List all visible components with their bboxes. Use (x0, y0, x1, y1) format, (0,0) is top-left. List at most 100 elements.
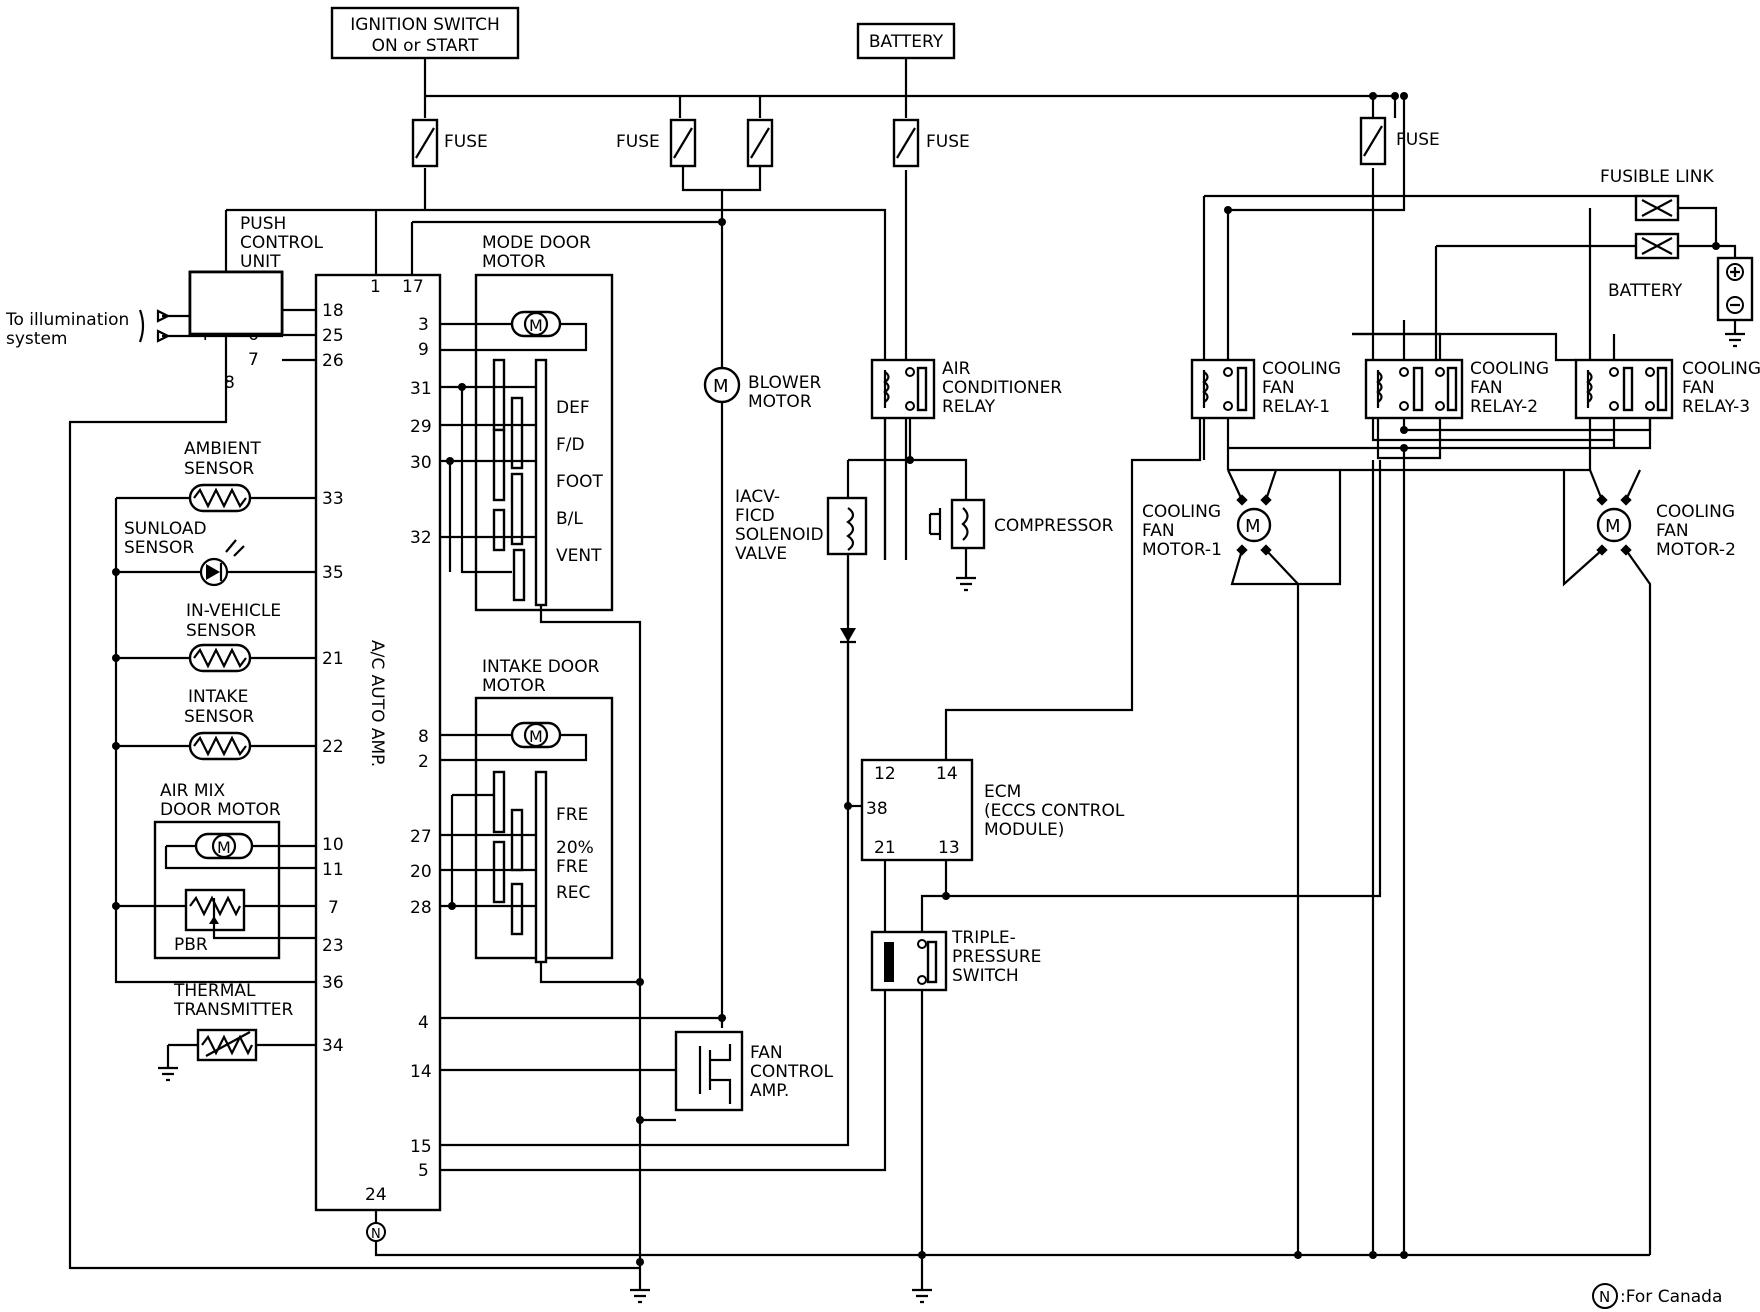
svg-text:24: 24 (365, 1185, 387, 1205)
svg-text:20: 20 (410, 862, 432, 882)
svg-text:MODE DOOR: MODE DOOR (482, 233, 591, 253)
svg-text:AMBIENT: AMBIENT (184, 439, 261, 459)
svg-text:COMPRESSOR: COMPRESSOR (994, 516, 1114, 536)
svg-text:ECM: ECM (984, 782, 1021, 802)
iacv-ficd-solenoid-valve: IACV- FICD SOLENOID VALVE (735, 460, 868, 810)
svg-text:RELAY-1: RELAY-1 (1262, 397, 1330, 417)
svg-text:FRE: FRE (556, 805, 588, 825)
svg-text:2: 2 (418, 752, 429, 772)
svg-text:MOTOR: MOTOR (482, 676, 546, 696)
svg-text:F/D: F/D (556, 435, 585, 455)
svg-text:MOTOR: MOTOR (748, 392, 812, 412)
svg-text:MOTOR-2: MOTOR-2 (1656, 540, 1736, 560)
svg-text:7: 7 (328, 898, 339, 918)
svg-text:MOTOR-1: MOTOR-1 (1142, 540, 1222, 560)
relay-cross-wiring (1228, 418, 1652, 1255)
mode-door-motor: MODE DOOR MOTOR M DEF F/D FOOT B/L VENT (440, 233, 642, 1262)
svg-text:27: 27 (410, 827, 432, 847)
svg-text:36: 36 (322, 973, 344, 993)
svg-text:FAN: FAN (750, 1043, 783, 1063)
svg-text:FAN: FAN (1262, 378, 1295, 398)
canada-legend: N :For Canada (1592, 1283, 1722, 1309)
svg-text:38: 38 (866, 799, 888, 819)
svg-text:SENSOR: SENSOR (184, 707, 254, 727)
thermal-transmitter: THERMAL TRANSMITTER (158, 981, 316, 1082)
svg-text:PUSH: PUSH (240, 214, 286, 234)
intake-sensor: INTAKE SENSOR (112, 687, 316, 761)
svg-text:FUSE: FUSE (1396, 130, 1440, 150)
svg-text:20%: 20% (556, 838, 594, 858)
svg-text:SWITCH: SWITCH (952, 966, 1019, 986)
triple-pressure-switch: TRIPLE- PRESSURE SWITCH (870, 460, 1382, 1304)
svg-text:FAN: FAN (1682, 378, 1715, 398)
svg-text:INTAKE: INTAKE (188, 687, 248, 707)
air-conditioner-relay: AIR CONDITIONER RELAY (848, 358, 1062, 560)
svg-text:DEF: DEF (556, 398, 590, 418)
svg-text:system: system (6, 329, 67, 349)
svg-text:33: 33 (322, 489, 344, 509)
svg-text:17: 17 (402, 277, 424, 297)
ecm: 12 14 38 21 13 ECM (ECCS CONTROL MODULE) (848, 395, 1202, 896)
canada-mark-amp: N (371, 1227, 381, 1242)
svg-text:34: 34 (322, 1036, 344, 1056)
svg-text:N: N (1599, 1288, 1610, 1306)
svg-text:To illumination: To illumination (5, 310, 129, 330)
svg-text:11: 11 (322, 860, 344, 880)
svg-text:31: 31 (410, 379, 432, 399)
svg-text:8: 8 (418, 727, 429, 747)
svg-text:COOLING: COOLING (1656, 502, 1735, 522)
battery-top: BATTERY (856, 22, 956, 60)
svg-text:FRE: FRE (556, 857, 588, 877)
svg-text:FAN: FAN (1142, 521, 1175, 541)
air-mix-door-motor: AIR MIX DOOR MOTOR M PBR (112, 781, 316, 960)
svg-text:15: 15 (410, 1137, 432, 1157)
svg-text:14: 14 (410, 1062, 432, 1082)
svg-text:MODULE): MODULE) (984, 820, 1064, 840)
svg-text:FUSE: FUSE (926, 132, 970, 152)
svg-text:M: M (529, 727, 543, 746)
svg-text:21: 21 (322, 649, 344, 669)
svg-text:13: 13 (938, 838, 960, 858)
svg-text:SENSOR: SENSOR (186, 621, 256, 641)
amp-pins-right: 3 9 31 29 30 32 8 2 27 20 28 4 14 15 5 (410, 315, 432, 1181)
svg-text:BATTERY: BATTERY (869, 32, 944, 52)
svg-text:COOLING: COOLING (1682, 359, 1760, 379)
pcu-frame-2 (188, 270, 284, 336)
cooling-fan-relay-2: COOLING FAN RELAY-2 (1228, 92, 1549, 420)
fuse-pair: FUSE (616, 118, 774, 222)
svg-text:M: M (713, 376, 729, 397)
svg-text:VALVE: VALVE (735, 544, 787, 564)
svg-text:IGNITION SWITCH: IGNITION SWITCH (350, 15, 499, 35)
svg-text:FAN: FAN (1656, 521, 1689, 541)
svg-text:14: 14 (936, 764, 958, 784)
svg-text:PBR: PBR (174, 935, 208, 955)
svg-text:M: M (529, 316, 543, 335)
svg-text:4: 4 (418, 1013, 429, 1033)
svg-text:DOOR MOTOR: DOOR MOTOR (160, 800, 281, 820)
svg-text:INTAKE DOOR: INTAKE DOOR (482, 657, 600, 677)
cooling-fan-motor-1: M COOLING FAN MOTOR-1 (1142, 469, 1342, 1255)
svg-text:BATTERY: BATTERY (1608, 281, 1683, 301)
svg-text:CONDITIONER: CONDITIONER (942, 378, 1062, 398)
svg-text:UNIT: UNIT (240, 252, 281, 272)
cooling-fan-motor-2: M COOLING FAN MOTOR-2 (1562, 469, 1736, 1255)
svg-text:FOOT: FOOT (556, 472, 604, 492)
fuse-ignition: FUSE (411, 118, 488, 168)
svg-text:35: 35 (322, 563, 344, 583)
svg-text:PRESSURE: PRESSURE (952, 947, 1041, 967)
svg-text:5: 5 (418, 1161, 429, 1181)
svg-text:18: 18 (322, 301, 344, 321)
svg-text:IACV-: IACV- (735, 487, 780, 507)
svg-text:THERMAL: THERMAL (173, 981, 256, 1001)
svg-text:8: 8 (224, 373, 235, 393)
svg-text:22: 22 (322, 737, 344, 757)
cooling-fan-relay-1: COOLING FAN RELAY-1 (1190, 196, 1341, 470)
svg-text:12: 12 (874, 764, 896, 784)
svg-text:AIR: AIR (942, 359, 971, 379)
svg-text:SUNLOAD: SUNLOAD (124, 519, 207, 539)
ambient-sensor: AMBIENT SENSOR (116, 439, 316, 513)
svg-text:SOLENOID: SOLENOID (735, 525, 824, 545)
svg-text::For Canada: :For Canada (1620, 1287, 1722, 1307)
intake-door-motor: INTAKE DOOR MOTOR M FRE 20% FRE REC (440, 657, 644, 986)
svg-text:COOLING: COOLING (1470, 359, 1549, 379)
